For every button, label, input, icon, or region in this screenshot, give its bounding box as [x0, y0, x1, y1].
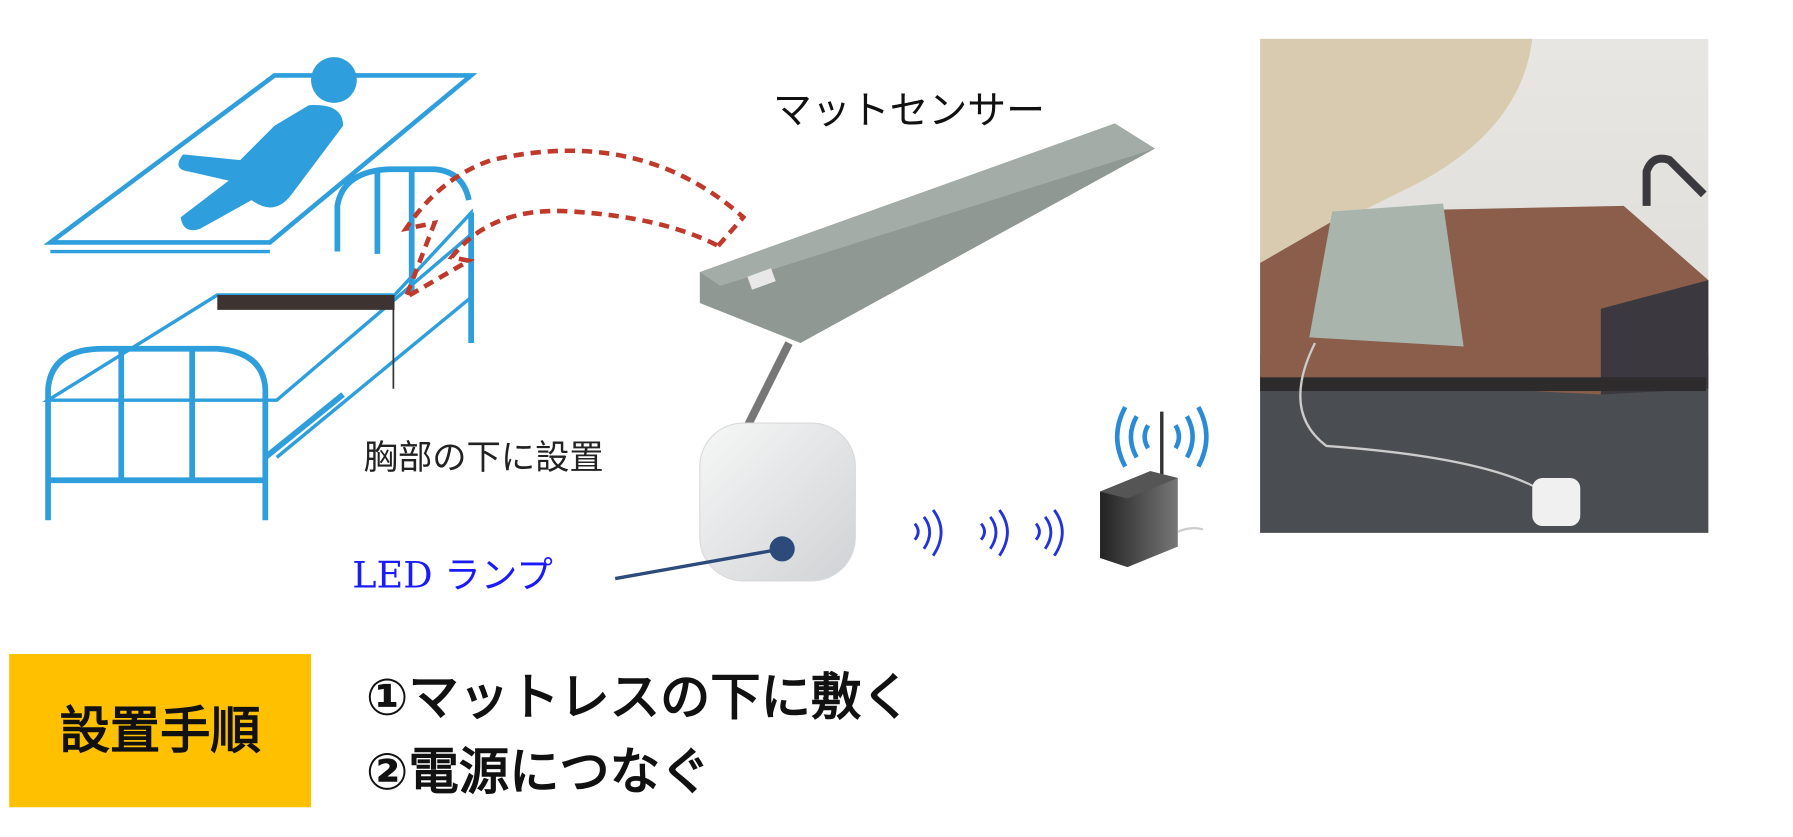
lifted-mattress	[43, 73, 478, 245]
placement-arrow	[400, 148, 747, 303]
led-lamp-label: LED ランプ	[352, 554, 553, 597]
person-icon	[178, 57, 357, 231]
placement-label: 胸部の下に設置	[364, 438, 604, 478]
mat-sensor-label: マットセンサー	[773, 88, 1045, 133]
procedure-title-box	[9, 654, 312, 808]
led-lamp-icon	[769, 536, 795, 562]
wifi-router-icon	[1100, 405, 1209, 568]
mat-sensor-image	[699, 123, 1155, 437]
sensor-hub-device	[614, 422, 856, 582]
procedure-step-1: ①マットレスの下に敷く	[366, 668, 912, 727]
wireless-signal-icon	[913, 509, 1064, 557]
installation-photo	[1260, 38, 1709, 533]
sensor-position-bar	[217, 295, 395, 310]
procedure-step-2: ②電源につなぐ	[366, 742, 710, 801]
procedure-title: 設置手順	[60, 701, 262, 760]
